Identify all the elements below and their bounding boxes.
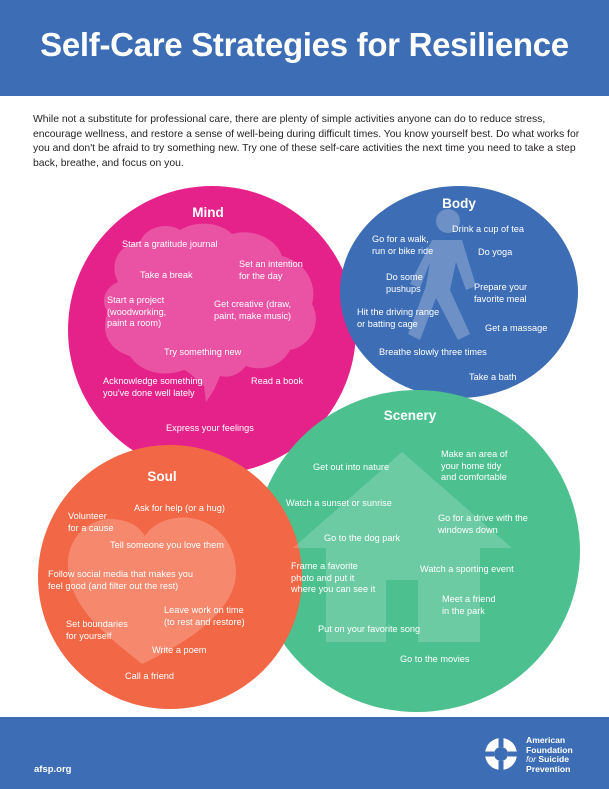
soul-circle — [38, 445, 302, 709]
scenery-title: Scenery — [383, 408, 437, 423]
org-line: Prevention — [526, 763, 571, 774]
scenery-item: Go to the dog park — [324, 533, 401, 543]
intro-paragraph: While not a substitute for professional … — [33, 114, 580, 169]
org-line: Suicide — [538, 754, 569, 765]
body-item: Breathe slowly three times — [379, 347, 487, 357]
heart-icon — [67, 517, 237, 664]
org-line: American — [526, 735, 566, 745]
mind-item: Start a project(woodworking,paint a room… — [107, 295, 167, 328]
mind-item: Take a break — [140, 270, 193, 280]
brain-icon — [103, 223, 316, 402]
scenery-circle — [254, 390, 580, 712]
scenery-item: Get out into nature — [313, 462, 390, 472]
scenery-item: Watch a sunset or sunrise — [286, 498, 392, 508]
soul-item: Tell someone you love them — [110, 540, 224, 550]
scenery-item: Put on your favorite song — [318, 624, 421, 634]
soul-item: Leave work on time(to rest and restore) — [164, 605, 245, 627]
mind-item: Get creative (draw,paint, make music) — [214, 299, 292, 321]
page-title: Self-Care Strategies for Resilience — [40, 26, 569, 63]
org-line: for — [526, 754, 539, 765]
lifebuoy-icon — [485, 738, 517, 770]
mind-title: Mind — [192, 205, 224, 220]
mind-item: Start a gratitude journal — [122, 239, 218, 249]
org-line: Foundation — [526, 744, 573, 755]
footer-url[interactable]: afsp.org — [34, 764, 72, 775]
soul-item: Ask for help (or a hug) — [134, 503, 225, 513]
header-bar — [0, 0, 609, 96]
body-item: Take a bath — [469, 372, 517, 382]
house-icon — [293, 452, 512, 642]
body-item: Do yoga — [478, 247, 513, 257]
scenery-item: Go to the movies — [400, 654, 470, 664]
body-circle — [340, 186, 578, 398]
body-item: Go for a walk,run or bike ride — [372, 234, 434, 256]
org-logo-text: American Foundation for Suicide Preventi… — [526, 735, 596, 774]
soul-item: Call a friend — [125, 671, 175, 681]
mind-item: Express your feelings — [166, 423, 254, 433]
soul-item: Write a poem — [152, 645, 207, 655]
body-title: Body — [442, 196, 476, 211]
soul-title: Soul — [147, 469, 177, 484]
mind-circle — [68, 186, 356, 474]
mind-item: Try something new — [164, 347, 242, 357]
body-item: Drink a cup of tea — [452, 224, 525, 234]
body-item: Get a massage — [485, 323, 548, 333]
mind-item: Read a book — [251, 376, 304, 386]
walking-person-icon — [408, 209, 476, 340]
scenery-item: Watch a sporting event — [420, 564, 514, 574]
